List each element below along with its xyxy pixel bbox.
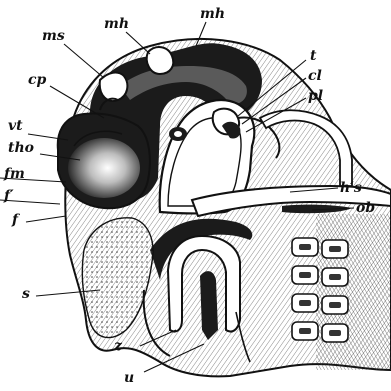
label-cl: cl: [308, 68, 322, 84]
label-u: u: [124, 370, 134, 386]
label-vt: vt: [8, 118, 23, 134]
label-t: t: [310, 48, 317, 64]
label-mh-left: mh: [104, 16, 129, 32]
thalamus-region: [58, 114, 150, 209]
label-pl: pl: [308, 88, 323, 104]
label-hs: h′s: [340, 180, 362, 196]
label-tho: tho: [8, 140, 34, 156]
label-z: z: [113, 338, 123, 354]
label-ob: ob: [356, 200, 375, 216]
label-f-prime: f′: [3, 188, 14, 204]
label-f: f: [11, 212, 21, 228]
label-s: s: [22, 286, 30, 302]
label-ms: ms: [42, 28, 65, 44]
label-cp: cp: [28, 72, 47, 88]
label-fm: fm: [3, 166, 25, 182]
label-mh-right: mh: [200, 6, 225, 22]
